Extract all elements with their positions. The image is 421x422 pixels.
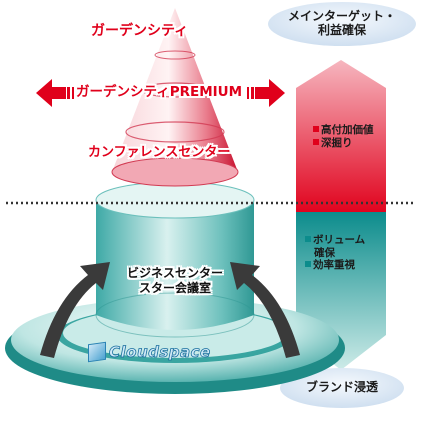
cloudspace-logo: Cloudspace [88, 340, 238, 364]
premium-double-arrow [36, 79, 285, 107]
garden-city-premium-label: ガーデンシティPREMIUM [76, 84, 243, 100]
target-oval-line2: 利益確保 [317, 22, 366, 37]
red-bullet-item: 高付加価値 [313, 124, 374, 137]
red-square-icon [313, 138, 319, 145]
target-oval-label: メインターゲット・ 利益確保 [268, 9, 416, 38]
upward-arrows [40, 262, 300, 358]
vertical-strategy-arrow [296, 60, 386, 370]
conference-center-label: カンファレンスセンター [88, 145, 231, 160]
red-square-icon [313, 126, 319, 132]
red-bullet-list: 高付加価値 深掘り [313, 124, 374, 149]
business-center-line2: スター会議室 [138, 281, 211, 295]
teal-bullet-item: ボリューム [305, 234, 365, 247]
business-center-label: ビジネスセンター スター会議室 [100, 266, 250, 296]
teal-bullet-list: ボリューム 確保 効率重視 [305, 234, 365, 272]
teal-square-icon [305, 261, 311, 268]
garden-city-label: ガーデンシティ [91, 23, 189, 39]
target-oval-line1: メインターゲット・ [287, 9, 396, 23]
teal-bullet-continuation: 確保 [314, 246, 335, 259]
cloudspace-text: Cloudspace [109, 343, 211, 362]
teal-bullet-item: 効率重視 [305, 259, 365, 272]
red-bullet-item: 深掘り [313, 137, 374, 150]
business-center-line1: ビジネスセンター [126, 266, 223, 280]
red-cone [111, 8, 239, 187]
target-oval [268, 2, 416, 46]
brand-oval [280, 368, 404, 408]
brand-oval-label: ブランド浸透 [305, 380, 378, 394]
teal-square-icon [305, 236, 311, 242]
teal-platform [5, 181, 345, 394]
cloudspace-cube-icon [88, 341, 106, 363]
